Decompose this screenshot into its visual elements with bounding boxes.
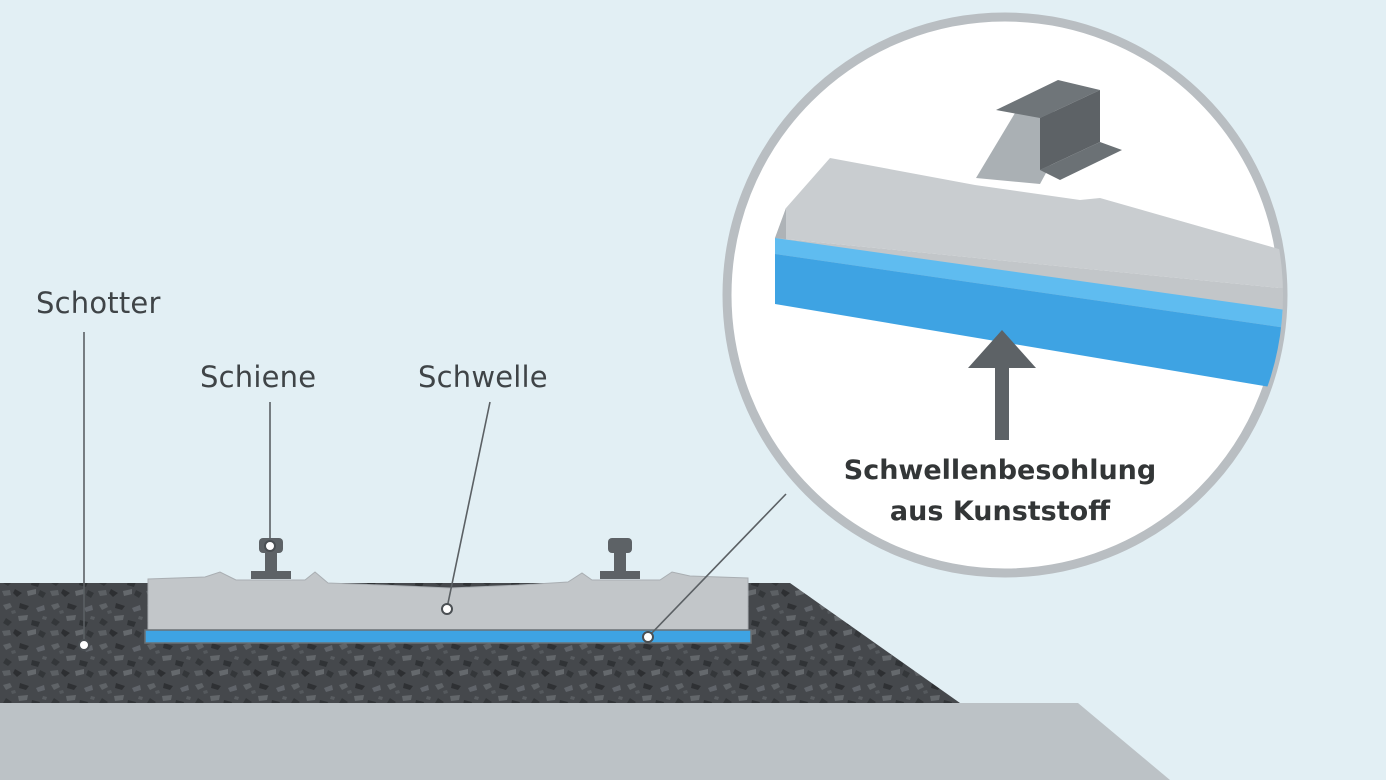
sleeper-pad (144, 629, 752, 644)
magnified-sleeper (775, 80, 1283, 392)
label-schwelle: Schwelle (418, 360, 548, 394)
rail-right (600, 538, 640, 579)
label-schiene: Schiene (200, 360, 317, 394)
leader-dots (78, 540, 654, 651)
callout-title: Schwellenbesohlung aus Kunststoff (800, 450, 1200, 532)
ground-base (0, 703, 1170, 780)
label-schotter: Schotter (36, 286, 161, 320)
leader-lines (83, 332, 787, 645)
callout-line-1: Schwellenbesohlung (843, 455, 1157, 486)
up-arrow (968, 330, 1036, 440)
callout-line-2: aus Kunststoff (889, 496, 1111, 527)
